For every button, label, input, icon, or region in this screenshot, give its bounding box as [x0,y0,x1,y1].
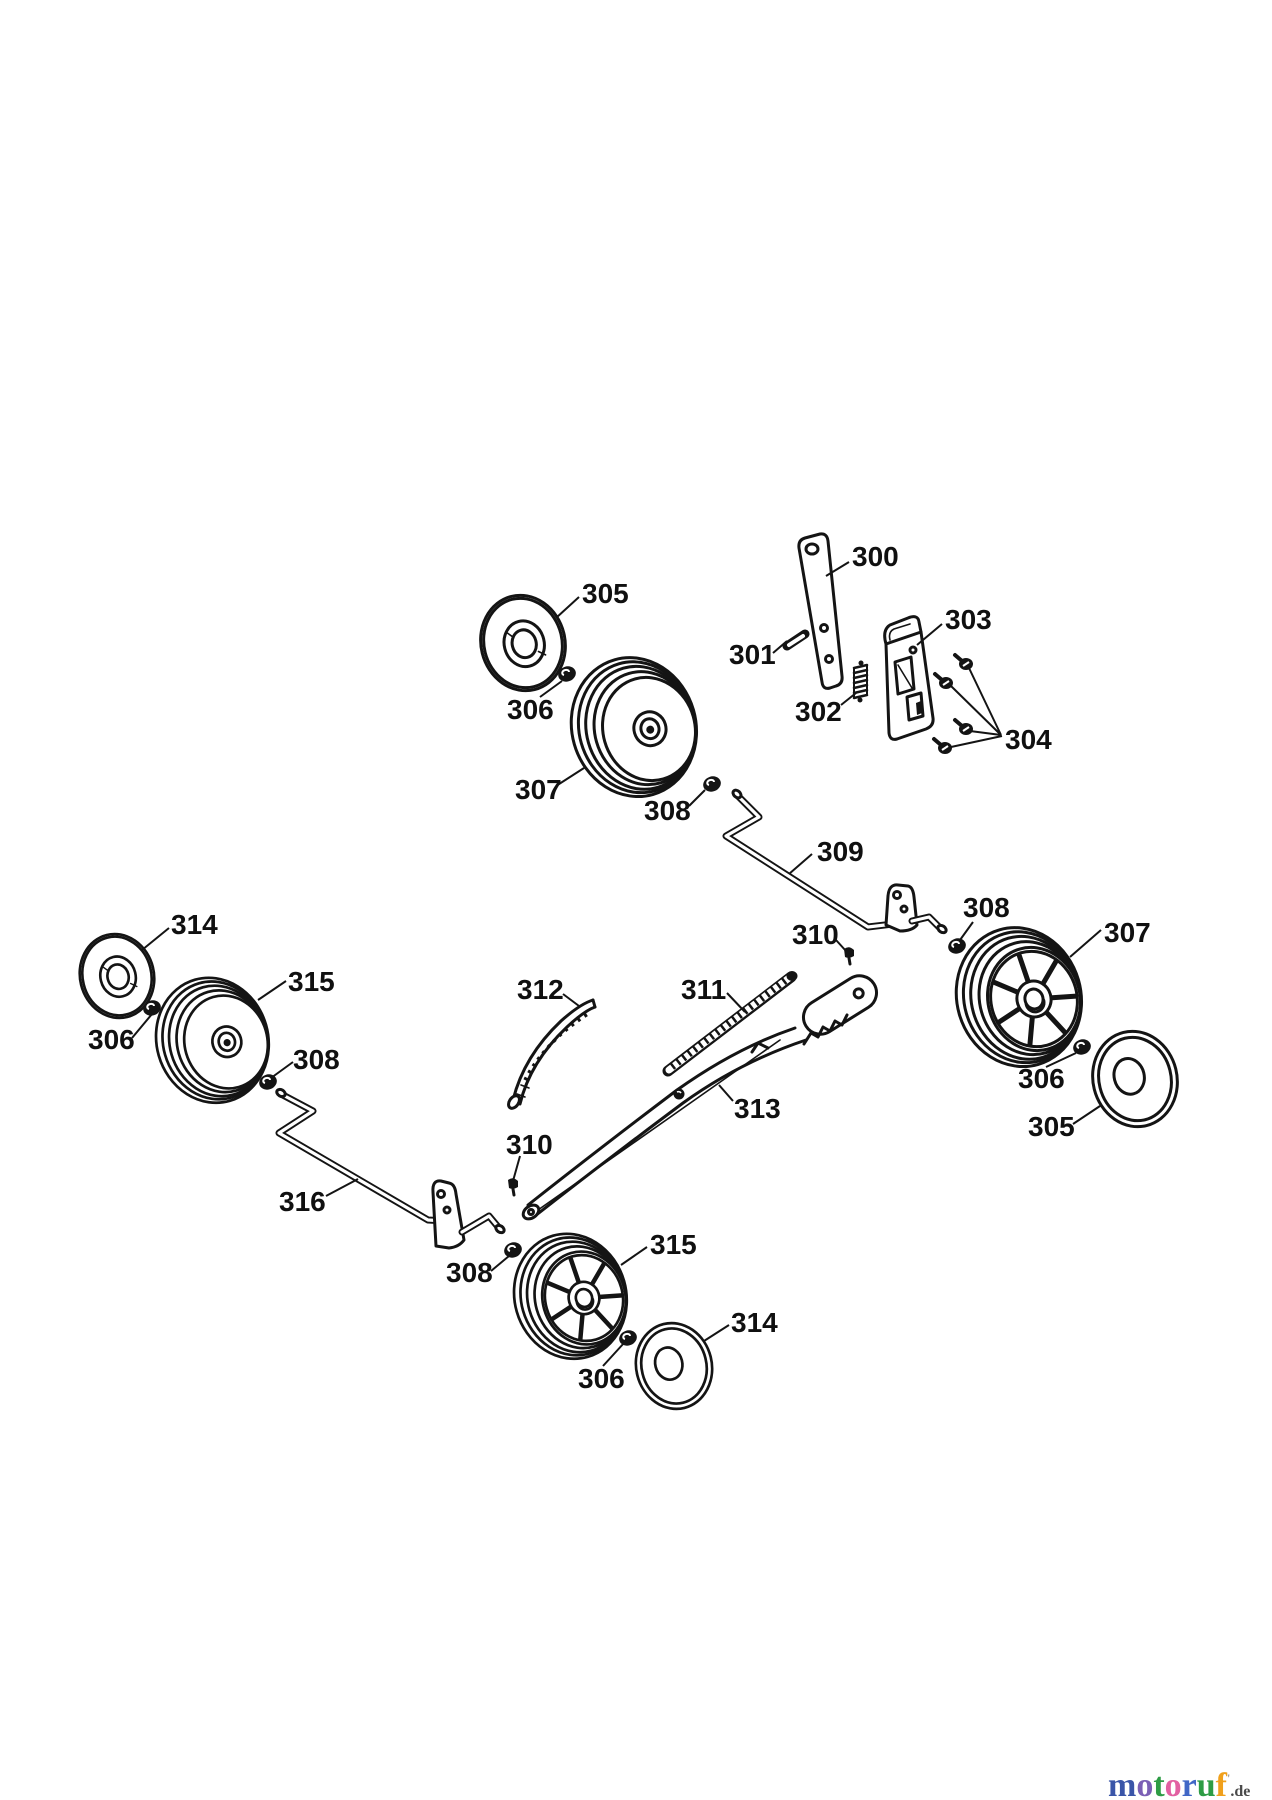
leader-308-bottom [490,1255,510,1272]
leader-311 [726,992,746,1013]
leader-316 [325,1178,359,1197]
leader-300 [825,561,850,577]
logo-letter: r [1181,1767,1197,1800]
callout-315-left: 315 [288,966,335,997]
part-304-screws [932,653,975,756]
motoruf-logo-word: motoruf [1108,1767,1227,1800]
leader-310-bottom [512,1155,521,1182]
leader-310-right [835,939,847,952]
callout-308-left: 308 [293,1044,340,1075]
part-312-curved-rack [507,998,597,1110]
logo-letter: o [1136,1767,1154,1800]
callout-305-top: 305 [582,578,629,609]
leader-301 [772,640,788,654]
part-308-nut-right [944,934,970,958]
logo-letter: u [1196,1767,1216,1800]
leader-302 [840,692,857,706]
leader-306-left [131,1013,153,1039]
leader-314-left [141,927,170,951]
callout-310-bottom: 310 [506,1129,553,1160]
leader-313 [718,1084,734,1102]
callout-308-right: 308 [963,892,1010,923]
callout-315-bottom: 315 [650,1229,697,1260]
part-307-wheel-top [553,641,715,813]
callout-labels: 300 301 302 303 304 305 306 307 308 309 … [88,541,1151,1394]
logo-letter: o [1164,1767,1182,1800]
motoruf-logo[interactable]: motoruf'.de [1108,1758,1272,1800]
callout-308-top: 308 [644,795,691,826]
leader-308-right [959,921,974,941]
callout-309: 309 [817,836,864,867]
part-301-pin [782,629,810,651]
logo-letter: f [1215,1767,1227,1800]
part-309-front-axle [722,788,948,935]
leader-315-bottom [620,1246,648,1266]
part-314-hubcap-bottom [625,1313,723,1419]
callout-306-right: 306 [1018,1063,1065,1094]
callout-307-top: 307 [515,774,562,805]
callout-301: 301 [729,639,776,670]
logo-letter: t [1153,1767,1165,1800]
callout-313: 313 [734,1093,781,1124]
callout-306-top: 306 [507,694,554,725]
callout-302: 302 [795,696,842,727]
motoruf-logo-mark: ' [1227,1771,1231,1785]
leader-307-top [555,767,585,787]
leader-305-top [555,596,580,619]
part-316-rear-axle [275,1087,506,1250]
leader-315-left [257,980,287,1001]
callout-305-right: 305 [1028,1111,1075,1142]
callout-311: 311 [681,974,726,1005]
callout-310-right: 310 [792,919,839,950]
leader-308-left [270,1061,294,1079]
leader-lines [131,561,1102,1367]
leader-304 [950,667,1003,748]
motoruf-logo-tld: .de [1230,1783,1251,1800]
leader-303 [916,623,943,646]
callout-314-left: 314 [171,909,218,940]
part-315-wheel-left [140,962,285,1118]
part-302-spring [852,660,869,703]
callout-307-right: 307 [1104,917,1151,948]
callout-304: 304 [1005,724,1052,755]
callout-308-bottom: 308 [446,1257,493,1288]
part-313-adjuster-lever [521,974,879,1221]
leader-305-right [1072,1105,1101,1125]
callout-306-bottom: 306 [578,1363,625,1394]
callout-300: 300 [852,541,899,572]
part-300-adjuster-bar [797,532,844,690]
callout-314-bottom: 314 [731,1307,778,1338]
part-311-threaded-rod [662,971,798,1077]
logo-letter: m [1108,1767,1137,1800]
leader-306-right [1045,1052,1077,1068]
part-315-wheel-bottom [499,1220,641,1372]
leader-306-bottom [602,1342,625,1367]
callout-312: 312 [517,974,564,1005]
leader-307-right [1069,929,1102,958]
callout-316: 316 [279,1186,326,1217]
part-303-bracket-plate [883,615,935,741]
part-307-wheel-right [940,913,1098,1082]
leader-308-top [688,789,706,807]
leader-312 [562,993,580,1007]
leader-306-top [539,680,563,698]
leader-309 [788,853,813,875]
callout-303: 303 [945,604,992,635]
leader-314-bottom [703,1324,730,1342]
callout-306-left: 306 [88,1024,135,1055]
part-305-hubcap-right [1081,1020,1189,1138]
part-308-nut-bottom [500,1238,526,1262]
